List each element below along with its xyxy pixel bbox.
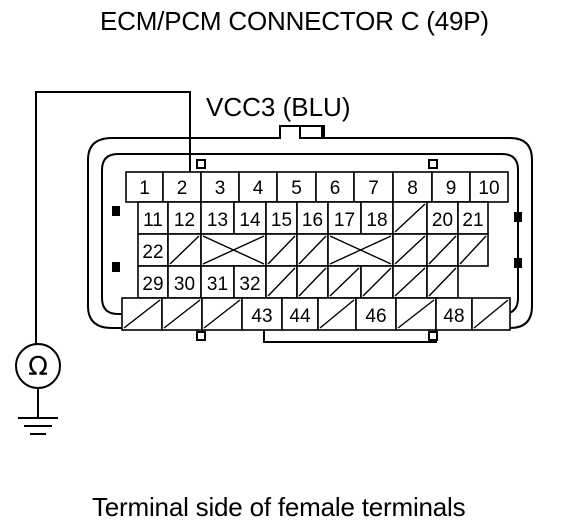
terminal-number: 48 — [443, 306, 464, 327]
terminal-empty — [200, 233, 267, 267]
terminal-number: 10 — [478, 178, 499, 199]
terminal-empty — [395, 297, 437, 331]
terminal-14: 14 — [233, 201, 267, 235]
terminal-15: 15 — [265, 201, 298, 235]
terminal-number: 6 — [330, 178, 341, 199]
terminal-empty — [201, 297, 243, 331]
terminal-number: 22 — [142, 242, 163, 263]
terminal-number: 16 — [302, 210, 323, 231]
terminal-10: 10 — [469, 171, 509, 203]
terminal-empty — [426, 265, 459, 299]
terminal-empty — [392, 201, 428, 235]
terminal-22: 22 — [137, 233, 169, 267]
terminal-number: 9 — [446, 178, 457, 199]
terminal-empty — [392, 233, 428, 267]
terminal-number: 20 — [432, 210, 453, 231]
terminal-number: 21 — [462, 210, 483, 231]
terminal-21: 21 — [457, 201, 489, 235]
terminal-number: 1 — [139, 178, 150, 199]
terminal-number: 11 — [143, 210, 163, 231]
terminal-number: 31 — [207, 274, 228, 295]
terminal-empty — [296, 233, 329, 267]
terminal-13: 13 — [200, 201, 235, 235]
terminal-number: 18 — [366, 210, 387, 231]
terminal-43: 43 — [241, 297, 283, 331]
terminal-31: 31 — [200, 265, 235, 299]
terminal-32: 32 — [233, 265, 267, 299]
terminal-1: 1 — [125, 171, 164, 203]
terminal-number: 30 — [174, 274, 195, 295]
terminal-5: 5 — [276, 171, 317, 203]
terminal-9: 9 — [431, 171, 471, 203]
terminal-2: 2 — [162, 171, 202, 203]
terminal-empty — [167, 233, 202, 267]
terminal-empty — [265, 265, 298, 299]
terminal-empty — [327, 233, 394, 267]
terminal-number: 8 — [407, 178, 418, 199]
terminal-number: 12 — [174, 210, 195, 231]
terminal-number: 14 — [239, 210, 261, 231]
terminal-number: 2 — [177, 178, 188, 199]
terminal-18: 18 — [360, 201, 394, 235]
terminal-29: 29 — [137, 265, 169, 299]
ohm-symbol: Ω — [28, 352, 48, 382]
terminal-empty — [471, 297, 511, 331]
terminal-number: 17 — [334, 210, 355, 231]
terminal-number: 46 — [365, 306, 386, 327]
terminal-8: 8 — [392, 171, 433, 203]
diagram-title: ECM/PCM CONNECTOR C (49P) — [100, 6, 489, 36]
pin-label: VCC3 (BLU) — [206, 92, 351, 122]
probe-wire — [35, 91, 191, 344]
connector-latch — [299, 125, 323, 139]
terminal-20: 20 — [426, 201, 459, 235]
terminal-empty — [265, 233, 298, 267]
terminal-empty — [327, 265, 362, 299]
terminal-6: 6 — [315, 171, 355, 203]
terminal-number: 29 — [142, 274, 163, 295]
terminal-empty — [457, 233, 489, 267]
terminal-48: 48 — [435, 297, 473, 331]
terminal-7: 7 — [353, 171, 394, 203]
terminal-number: 7 — [368, 178, 379, 199]
terminal-3: 3 — [200, 171, 240, 203]
terminal-empty — [296, 265, 329, 299]
terminal-4: 4 — [238, 171, 278, 203]
terminal-number: 13 — [207, 210, 228, 231]
terminal-number: 44 — [289, 306, 311, 327]
terminal-number: 5 — [291, 178, 302, 199]
diagram-caption: Terminal side of female terminals — [92, 492, 466, 522]
ground-icon — [18, 417, 58, 435]
terminal-empty — [392, 265, 428, 299]
terminal-46: 46 — [355, 297, 397, 331]
terminal-16: 16 — [296, 201, 329, 235]
terminal-empty — [426, 233, 459, 267]
terminal-12: 12 — [167, 201, 202, 235]
terminal-11: 11 — [137, 201, 169, 235]
terminal-empty — [121, 297, 163, 331]
terminal-number: 15 — [271, 210, 292, 231]
terminal-empty — [360, 265, 394, 299]
terminal-30: 30 — [167, 265, 202, 299]
terminal-44: 44 — [281, 297, 319, 331]
terminal-number: 3 — [215, 178, 226, 199]
terminal-17: 17 — [327, 201, 362, 235]
terminal-number: 4 — [253, 178, 264, 199]
terminal-number: 32 — [239, 274, 260, 295]
terminal-empty — [161, 297, 203, 331]
terminal-empty — [317, 297, 357, 331]
terminal-number: 43 — [251, 306, 272, 327]
